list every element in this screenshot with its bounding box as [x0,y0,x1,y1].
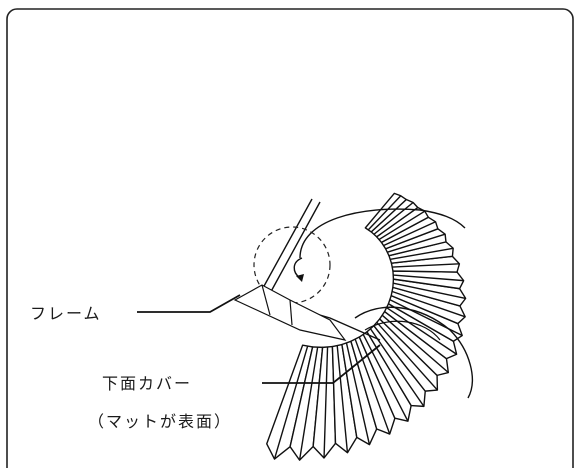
pleat-ridge [273,346,309,460]
pleat-segment [312,345,337,459]
pleat-ridge [391,290,466,318]
pleat-ridge [298,347,319,461]
pleat-ridge [390,247,454,261]
pleat-segment [388,241,454,264]
pleat-ridge [373,201,414,235]
pleat-ridge [369,328,425,407]
pleat-segment [387,294,463,342]
pleat-segment [390,255,461,273]
leader-cover [262,344,381,384]
pleat-segment [392,270,465,290]
leader-frame [137,294,241,313]
pleat-segment [350,336,396,435]
seat-curve [299,208,466,259]
pleat-ridge [386,307,457,355]
base-fold-detail [233,284,347,341]
pleat-ridge [323,347,329,458]
label-bottom-cover-note: （マットが表面） [88,412,233,431]
pleated-backrest [266,192,467,461]
pleat-ridge [387,233,446,253]
pleat-ridge [393,274,464,282]
pleat-segment [390,286,466,325]
seat-lower-curve-inner [364,320,441,341]
pleat-segment [341,340,378,446]
pleat-ridge [336,345,349,453]
seat-lower-curve [354,306,473,399]
pleat-ridge [393,282,466,300]
pleat-ridge [376,321,438,391]
label-bottom-cover: 下面カバー [102,374,193,393]
pleat-segment [392,278,467,307]
pleat-ridge [354,339,391,435]
pleat-ridge [367,195,402,231]
pleat-ridge [381,314,449,374]
detail-circle [253,226,331,304]
pleat-segment [266,344,314,460]
pleat-ridge [345,342,371,445]
pleat-ridge [362,334,409,422]
border [6,8,574,472]
label-frame: フレーム [30,304,102,323]
pleat-segment [384,228,447,257]
pleat-segment [331,343,358,454]
pleat-ridge [392,263,460,268]
pleat-ridge [383,221,436,247]
pleat-ridge [378,210,426,241]
